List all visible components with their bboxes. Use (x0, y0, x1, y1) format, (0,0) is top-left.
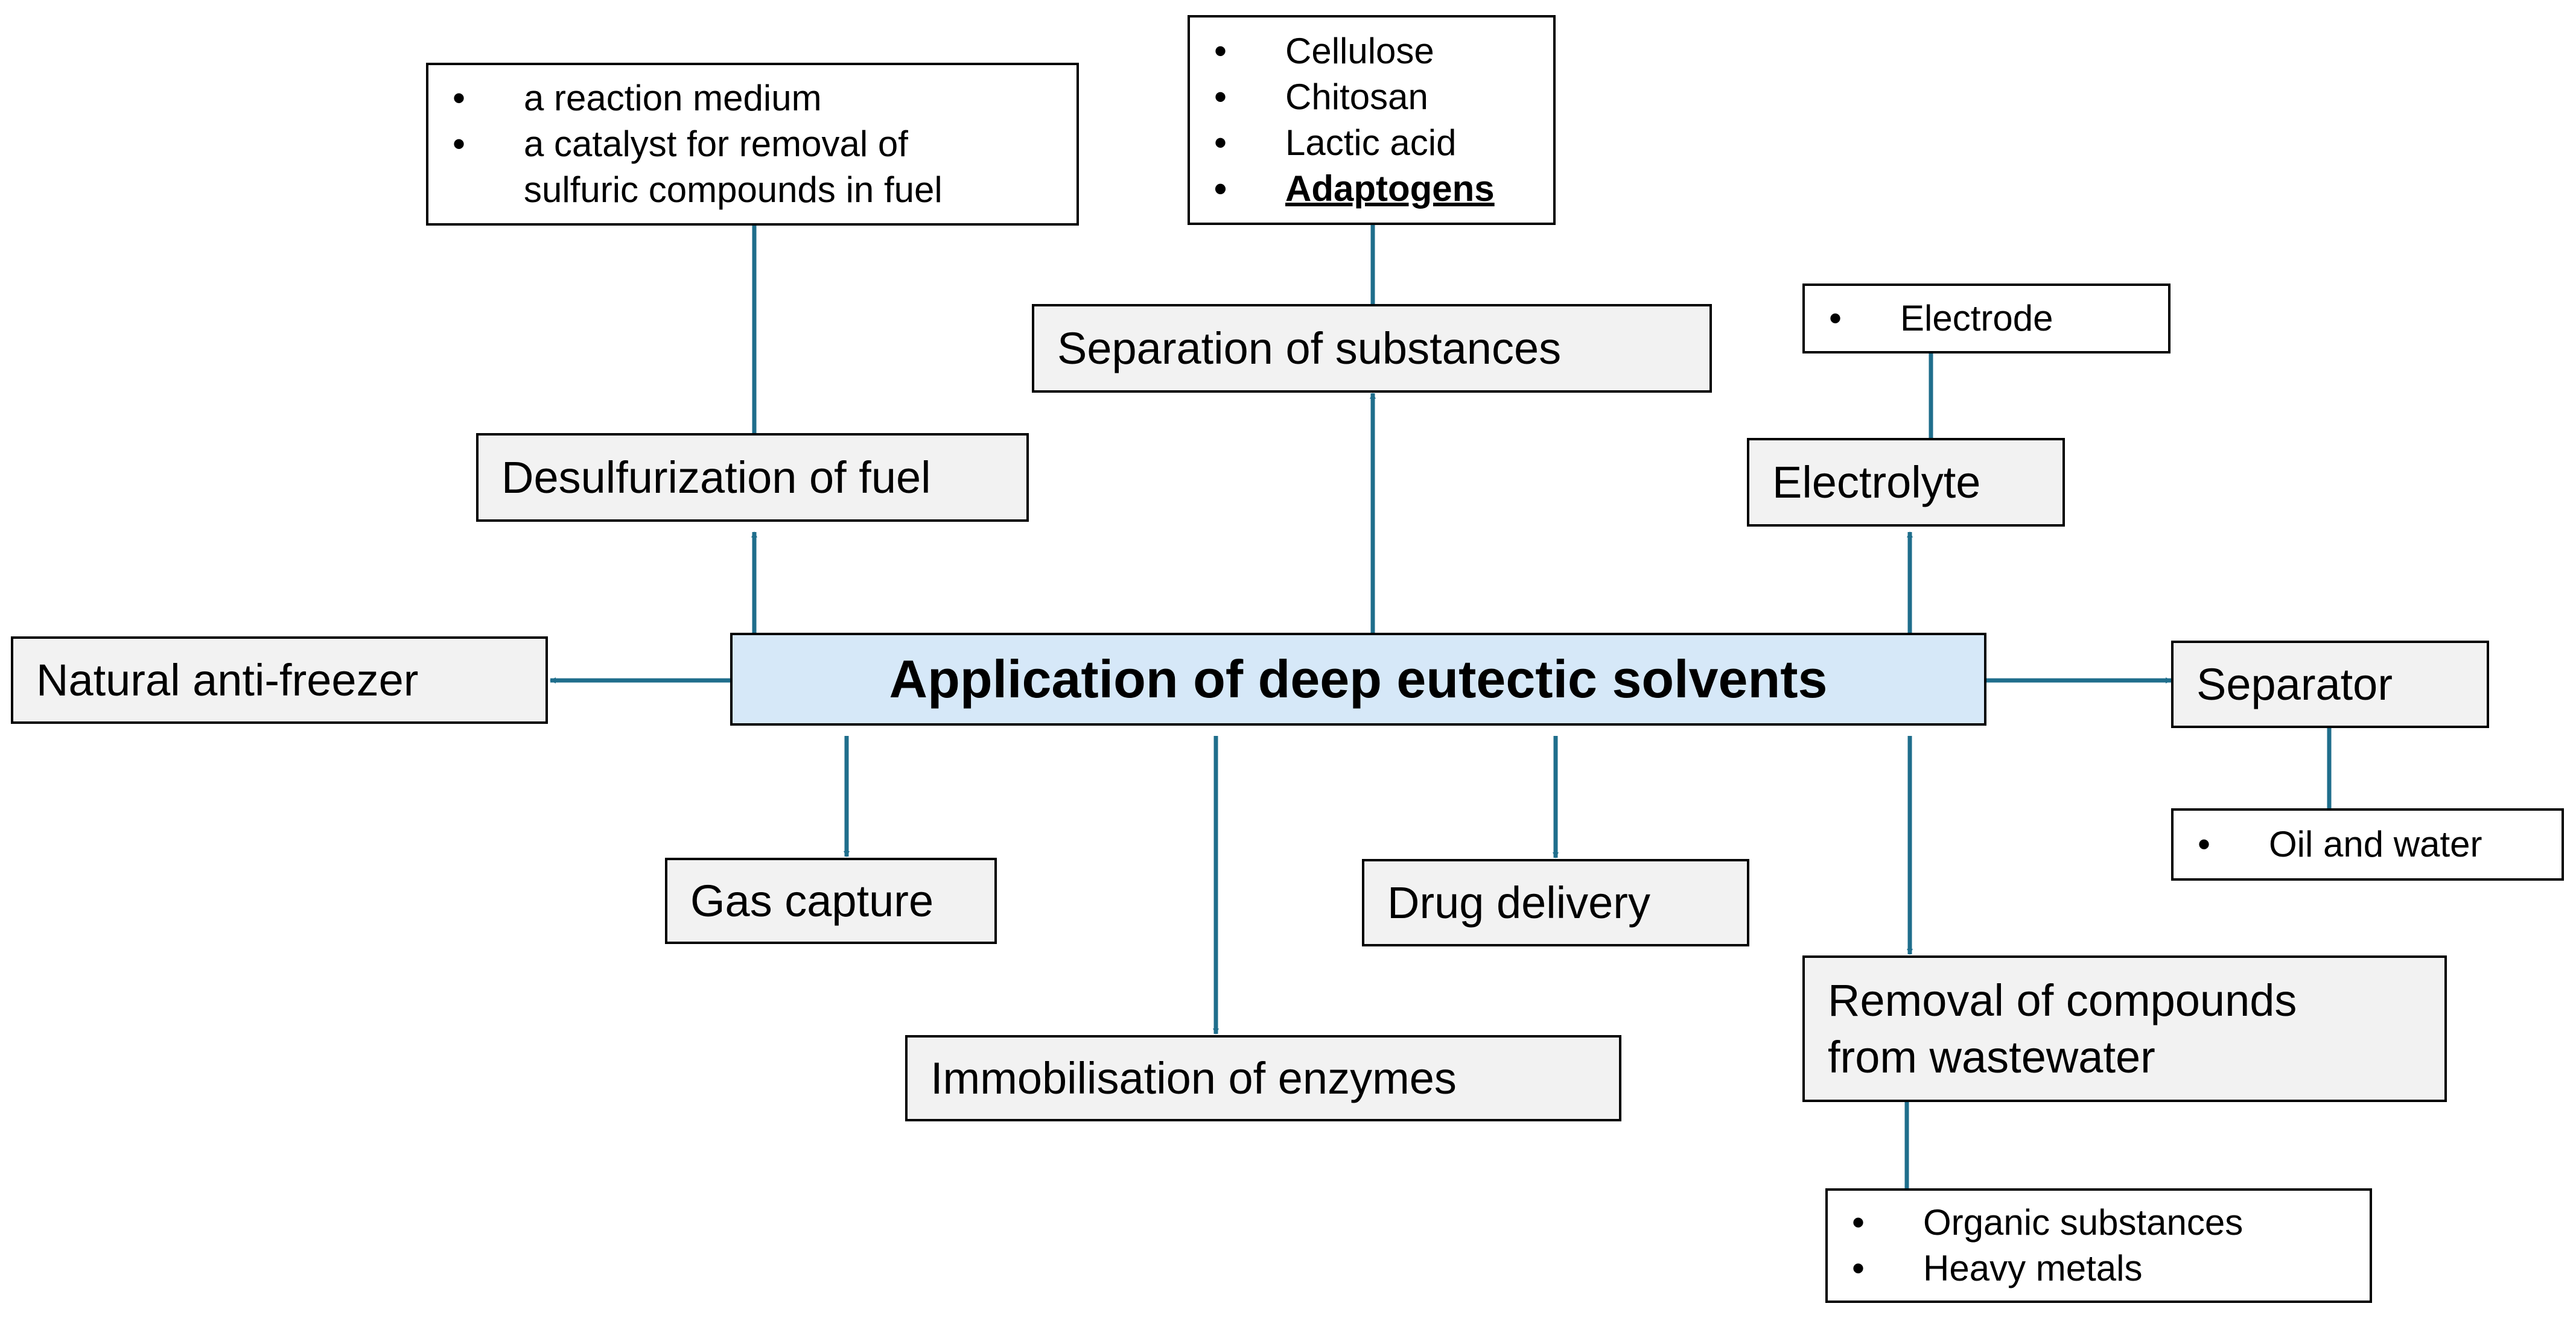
central-node: Application of deep eutectic solvents (730, 633, 1986, 726)
node-natural-anti-freezer: Natural anti-freezer (11, 636, 548, 724)
node-desulfurization: Desulfurization of fuel (476, 433, 1029, 522)
detail-item: Cellulose (1214, 28, 1495, 74)
node-drug-delivery: Drug delivery (1362, 859, 1749, 946)
detail-electrolyte: Electrode (1802, 284, 2171, 353)
detail-item: Lactic acid (1214, 120, 1495, 166)
node-separation-of-substances: Separation of substances (1032, 304, 1712, 393)
detail-item: Chitosan (1214, 74, 1495, 120)
detail-item-line-2: sulfuric compounds in fuel (524, 170, 943, 211)
node-label-line-1: Removal of compounds (1828, 975, 2297, 1026)
node-removal-of-compounds: Removal of compounds from wastewater (1802, 955, 2447, 1102)
detail-item: Oil and water (2198, 822, 2482, 867)
node-label-line-2: from wastewater (1828, 1031, 2155, 1082)
detail-removal-of-compounds: Organic substances Heavy metals (1825, 1188, 2372, 1303)
detail-desulfurization: a reaction medium a catalyst for removal… (426, 63, 1079, 226)
node-label: Electrolyte (1772, 457, 1981, 507)
detail-item: Electrode (1829, 296, 2053, 341)
detail-item: Organic substances (1852, 1200, 2243, 1246)
node-separator: Separator (2171, 641, 2489, 728)
central-node-label: Application of deep eutectic solvents (889, 648, 1828, 709)
node-label: Separation of substances (1057, 323, 1562, 373)
node-gas-capture: Gas capture (665, 858, 997, 944)
node-label: Gas capture (690, 875, 934, 926)
node-label: Drug delivery (1387, 877, 1650, 928)
node-label: Natural anti-freezer (36, 654, 419, 705)
node-label: Removal of compounds from wastewater (1805, 972, 2297, 1085)
detail-separator: Oil and water (2171, 808, 2564, 881)
detail-item: a catalyst for removal of sulfuric compou… (453, 121, 943, 213)
node-label: Desulfurization of fuel (501, 452, 931, 502)
node-label: Separator (2196, 659, 2393, 709)
detail-separation-of-substances: Cellulose Chitosan Lactic acid Adaptogen… (1188, 15, 1556, 225)
node-label: Immobilisation of enzymes (930, 1053, 1457, 1103)
detail-item-emphasized: Adaptogens (1214, 166, 1495, 212)
detail-item: a reaction medium (453, 75, 943, 121)
detail-item: Heavy metals (1852, 1246, 2243, 1291)
detail-item-line-1: a catalyst for removal of (524, 123, 908, 164)
node-electrolyte: Electrolyte (1747, 438, 2065, 527)
node-immobilisation-of-enzymes: Immobilisation of enzymes (905, 1035, 1621, 1121)
